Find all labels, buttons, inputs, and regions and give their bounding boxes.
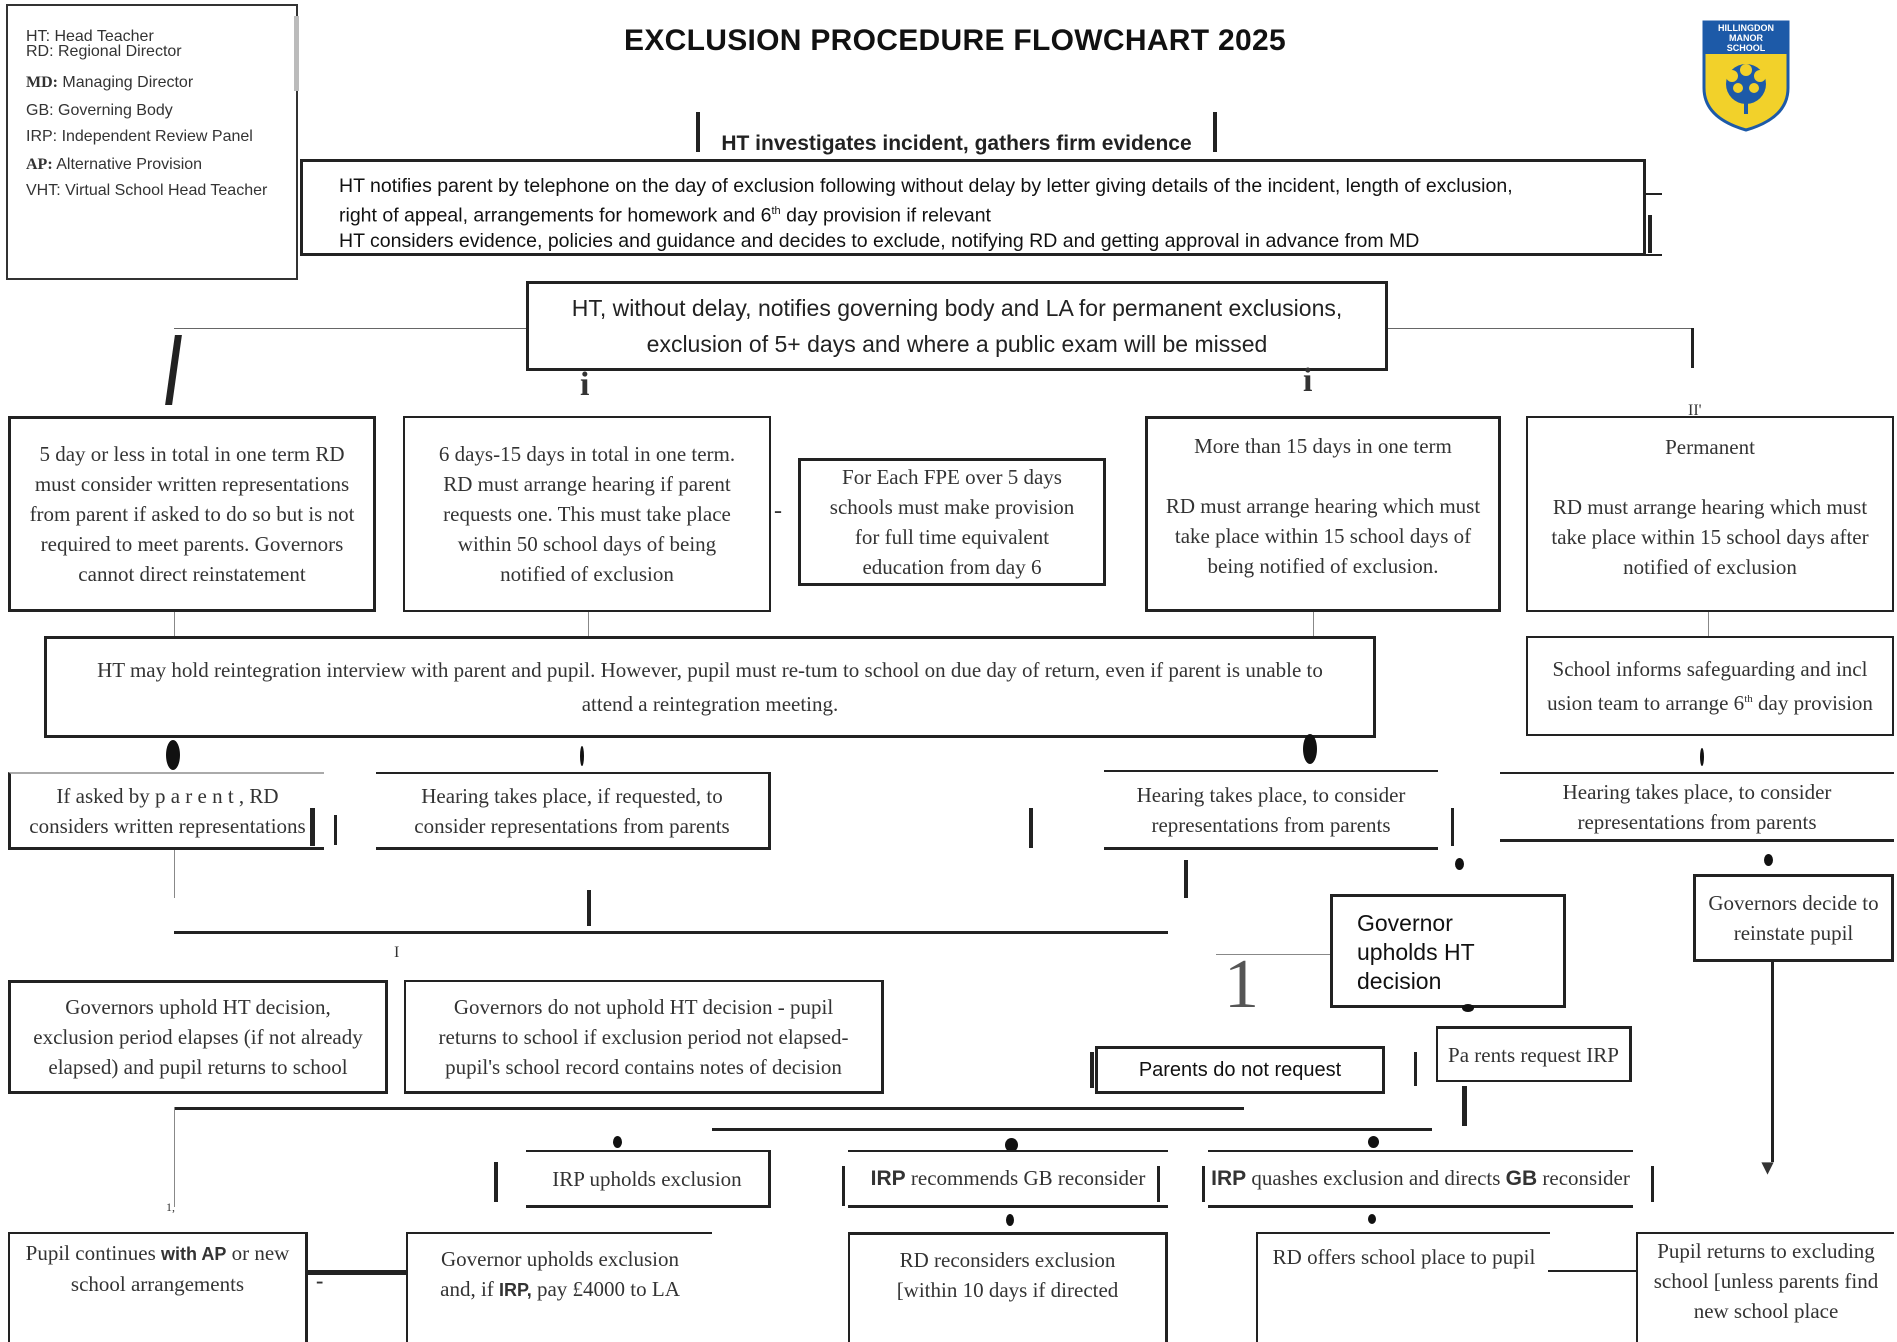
legend-item: AP: Alternative Provision xyxy=(26,156,203,173)
node-five-days-or-less: 5 day or less in total in one term RD mu… xyxy=(8,416,376,612)
node-parents-do-not-request: Parents do not request xyxy=(1095,1046,1385,1094)
abbreviation-legend: HT: Head Teacher RD: Regional Director M… xyxy=(6,4,299,280)
legend-item: MD: Managing Director xyxy=(26,74,194,91)
glyph-i: i xyxy=(1303,362,1313,399)
logo-line-1: HILLINGDON xyxy=(1718,23,1774,33)
node-hearing-if-requested: Hearing takes place, if requested, to co… xyxy=(376,772,771,850)
legend-item: RD: Regional Director xyxy=(26,43,182,60)
glyph-one: 1 xyxy=(1224,946,1259,1023)
node-irp-quashes: IRP quashes exclusion and directs GB rec… xyxy=(1208,1150,1633,1208)
node-notify-parent: HT notifies parent by telephone on the d… xyxy=(300,159,1646,256)
notify-line-2: right of appeal, arrangements for homewo… xyxy=(339,204,991,227)
node-irp-recommends: IRP recommends GB reconsider xyxy=(848,1150,1168,1208)
node-governors-do-not-uphold: Governors do not uphold HT decision - pu… xyxy=(404,980,884,1094)
node-fpe-provision: For Each FPE over 5 days schools must ma… xyxy=(798,458,1106,586)
glyph-arrow-down: ▾ xyxy=(1762,1154,1774,1179)
node-governors-uphold-elapses: Governors uphold HT decision, exclusion … xyxy=(8,980,388,1094)
node-pupil-returns: Pupil returns to excluding school [unles… xyxy=(1636,1232,1894,1342)
glyph-I: I xyxy=(394,944,400,961)
node-reintegration-interview: HT may hold reintegration interview with… xyxy=(44,636,1376,738)
node-governors-reinstate: Governors decide to reinstate pupil xyxy=(1693,874,1894,962)
node-safeguarding: School informs safeguarding and incl usi… xyxy=(1526,636,1894,736)
node-governor-upholds-ht-decision: Governor upholds HT decision xyxy=(1330,894,1566,1008)
glyph-dash: - xyxy=(316,1268,324,1293)
node-hearing-permanent: Hearing takes place, to consider represe… xyxy=(1500,772,1894,842)
node-parents-request-irp: Pa rents request IRP xyxy=(1436,1026,1632,1082)
legend-item: IRP: Independent Review Panel xyxy=(26,128,253,145)
node-pupil-continues: Pupil continues with AP or new school ar… xyxy=(8,1232,308,1342)
logo-line-3: SCHOOL xyxy=(1726,43,1766,53)
glyph-i: i xyxy=(580,366,590,403)
node-if-asked-by-parent: If asked by p a r e n t , RD considers w… xyxy=(8,772,324,850)
page-title: EXCLUSION PROCEDURE FLOWCHART 2025 xyxy=(624,24,1286,57)
node-more-than-fifteen-days: More than 15 days in one term RD must ar… xyxy=(1145,416,1501,612)
legend-item: GB: Governing Body xyxy=(26,102,173,119)
node-investigate: HT investigates incident, gathers firm e… xyxy=(721,132,1192,155)
glyph-ii: II' xyxy=(1688,402,1702,419)
logo-line-2: MANOR xyxy=(1729,33,1763,43)
legend-item: HT: Head Teacher xyxy=(26,28,154,45)
notify-line-1: HT notifies parent by telephone on the d… xyxy=(339,175,1513,197)
node-rd-reconsiders: RD reconsiders exclusion [within 10 days… xyxy=(848,1232,1168,1342)
glyph-one-small: 1, xyxy=(166,1200,175,1214)
school-logo: HILLINGDON MANOR SCHOOL xyxy=(1700,18,1792,132)
glyph-dash: - xyxy=(774,498,782,524)
node-six-to-fifteen-days: 6 days-15 days in total in one term. RD … xyxy=(403,416,771,612)
node-notify-governing-body: HT, without delay, notifies governing bo… xyxy=(526,281,1388,371)
node-irp-upholds: IRP upholds exclusion xyxy=(526,1150,771,1208)
legend-item: VHT: Virtual School Head Teacher xyxy=(26,182,268,199)
notify-line-3: HT considers evidence, policies and guid… xyxy=(339,229,1420,252)
node-hearing-more-than-fifteen: Hearing takes place, to consider represe… xyxy=(1104,770,1438,850)
node-governor-upholds-exclusion: Governor upholds exclusion and, if IRP, … xyxy=(406,1232,712,1342)
node-rd-offers-place: RD offers school place to pupil xyxy=(1256,1232,1550,1342)
node-permanent: Permanent RD must arrange hearing which … xyxy=(1526,416,1894,612)
